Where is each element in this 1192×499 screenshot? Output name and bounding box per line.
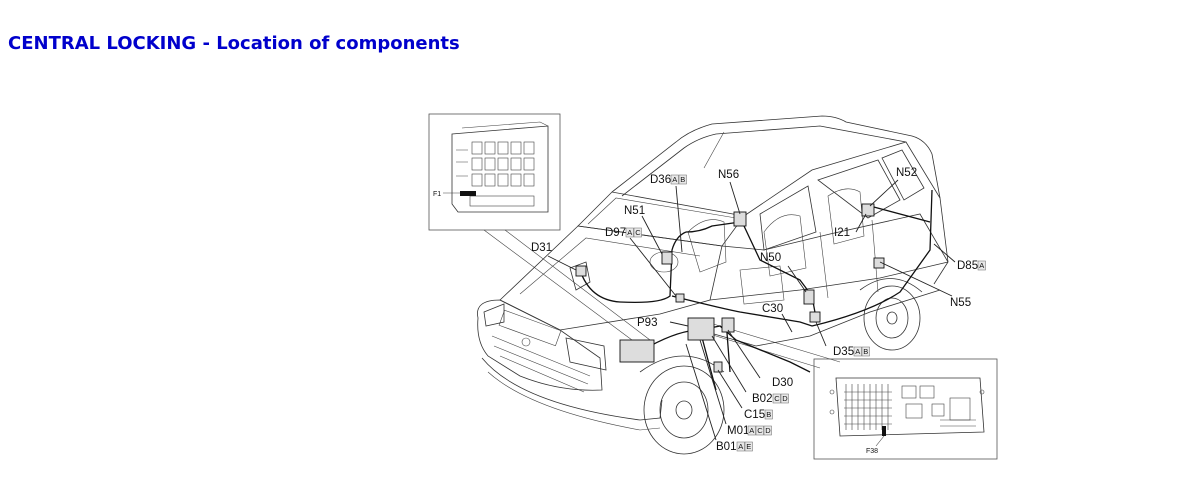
- vehicle-outline: [477, 115, 949, 455]
- connector-n56: [733, 211, 747, 227]
- connector-i21: [861, 203, 875, 217]
- callout-id: C15: [744, 409, 765, 421]
- callout-id: N50: [760, 252, 781, 264]
- callout-n52: N52: [896, 167, 917, 179]
- connector-n50: [803, 289, 815, 305]
- code-box: [678, 174, 687, 185]
- code-letter: A: [855, 347, 860, 356]
- code-letter: A: [738, 442, 743, 451]
- code-letter: A: [749, 426, 754, 435]
- callout-id: M01: [727, 425, 749, 437]
- callout-id: D35: [833, 346, 854, 358]
- inset-body-computer: F38: [813, 358, 998, 460]
- code-box: [853, 346, 862, 357]
- callout-id: N55: [950, 297, 971, 309]
- callout-id: B02: [752, 393, 772, 405]
- code-letter: C: [774, 394, 780, 403]
- code-box: [747, 425, 756, 436]
- callout-c30: C30: [762, 303, 783, 315]
- callout-n51: N51: [624, 205, 645, 217]
- callout-id: D97: [605, 227, 626, 239]
- fuse-f38-label: F38: [866, 448, 878, 455]
- code-letter: D: [782, 394, 788, 403]
- callout-id: N56: [718, 169, 739, 181]
- connector-d35: [809, 311, 821, 323]
- callout-id: N52: [896, 167, 917, 179]
- code-letter: B: [766, 410, 771, 419]
- code-box: [763, 425, 772, 436]
- connector-d31: [575, 265, 587, 277]
- inset-engine-fuse-box: F1: [428, 113, 561, 231]
- callout-id: I21: [834, 227, 850, 239]
- callout-id: D31: [531, 242, 552, 254]
- code-box: [736, 441, 745, 452]
- fuse-f38-marker: [882, 426, 886, 436]
- callout-id: B01: [716, 441, 736, 453]
- code-letter: B: [863, 347, 868, 356]
- callout-n56: N56: [718, 169, 739, 181]
- code-letter: B: [680, 175, 685, 184]
- code-box: [755, 425, 764, 436]
- code-box: [633, 227, 642, 238]
- code-letter: E: [746, 442, 751, 451]
- callout-d30: D30: [772, 377, 793, 389]
- connector-n55: [873, 257, 885, 269]
- code-box: [772, 393, 781, 404]
- code-letter: A: [627, 228, 632, 237]
- code-box: [977, 260, 986, 271]
- fuse-f1-label: F1: [433, 191, 441, 198]
- code-box: [780, 393, 789, 404]
- engine-fuse-box: [619, 339, 655, 363]
- fuse-f1-marker: [460, 191, 476, 196]
- connector-n51: [661, 251, 673, 265]
- code-box: [764, 409, 773, 420]
- component-connectors: [575, 203, 885, 373]
- code-letter: C: [635, 228, 641, 237]
- callout-id: C30: [762, 303, 783, 315]
- callout-d31: D31: [531, 242, 552, 254]
- connector-c15: [713, 361, 723, 373]
- code-letter: A: [979, 261, 984, 270]
- code-box: [861, 346, 870, 357]
- callout-id: D30: [772, 377, 793, 389]
- callout-p93: P93: [637, 317, 657, 329]
- body-computer: [687, 317, 715, 341]
- callout-n55: N55: [950, 297, 971, 309]
- callout-n50: N50: [760, 252, 781, 264]
- callout-id: N51: [624, 205, 645, 217]
- code-box: [670, 174, 679, 185]
- code-box: [625, 227, 634, 238]
- code-letter: D: [765, 426, 771, 435]
- connector-d30: [721, 317, 735, 333]
- code-letter: A: [672, 175, 677, 184]
- page-title: CENTRAL LOCKING - Location of components: [8, 33, 460, 54]
- callout-id: D85: [957, 260, 978, 272]
- code-letter: C: [757, 426, 763, 435]
- callout-id: D36: [650, 174, 671, 186]
- connector-d97: [675, 293, 685, 303]
- callout-id: P93: [637, 317, 657, 329]
- leader-lines: [547, 179, 956, 441]
- code-box: [744, 441, 753, 452]
- callout-i21: I21: [834, 227, 850, 239]
